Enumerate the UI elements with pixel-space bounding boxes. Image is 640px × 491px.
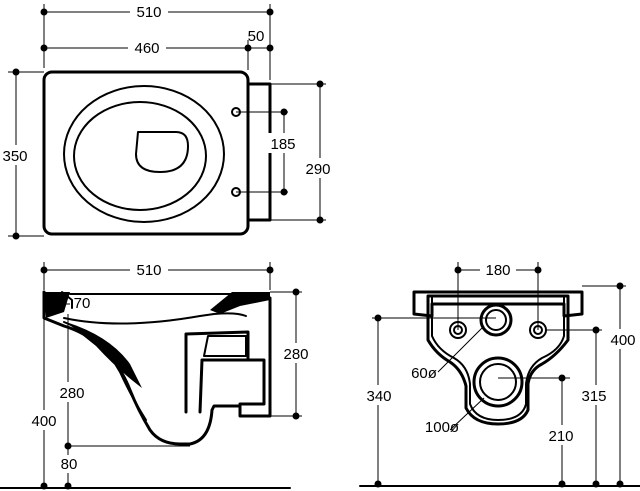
- rear-dim-label-180: 180: [485, 262, 510, 279]
- top-bowl-outline: [42, 70, 250, 236]
- dim-label-510-top: 510: [136, 4, 161, 21]
- dim-label-50: 50: [248, 28, 265, 45]
- rear-dim-label-315: 315: [581, 388, 606, 405]
- side-outlet-pipe: [238, 358, 266, 406]
- side-dim-label-400: 400: [31, 413, 56, 430]
- side-dim-label-510: 510: [136, 262, 161, 279]
- side-rim-front: [44, 292, 70, 318]
- side-rim-back: [210, 292, 270, 314]
- rear-inlet: [479, 303, 513, 337]
- dim-label-350: 350: [2, 148, 27, 165]
- rear-dim-label-340: 340: [366, 388, 391, 405]
- top-view: 510 460 50 350 185 290: [0, 1, 336, 240]
- top-rim-outer: [63, 85, 225, 223]
- side-dim-label-280-inner: 280: [59, 385, 84, 402]
- side-dim-label-70: 70: [74, 295, 91, 312]
- top-wall-bracket: [246, 82, 272, 222]
- side-trap: [184, 330, 250, 414]
- side-view: 510 70 280 280 400 80: [0, 259, 314, 490]
- dim-label-290: 290: [305, 161, 330, 178]
- rear-dim-label-60: 60ø: [411, 365, 437, 382]
- rear-view: 180 340 60ø 100ø 210 315 400: [359, 259, 640, 488]
- side-dim-label-80: 80: [61, 456, 78, 473]
- rear-outlet: [472, 356, 524, 408]
- dim-label-185: 185: [270, 136, 295, 153]
- top-drain-outline: [135, 131, 189, 173]
- rear-body-outline: [426, 294, 570, 426]
- rear-dim-label-210: 210: [548, 428, 573, 445]
- top-rim-inner: [73, 101, 207, 211]
- rear-dim-label-100: 100ø: [425, 419, 459, 436]
- rear-dim-label-400: 400: [610, 332, 635, 349]
- side-inner-wedge: [66, 322, 142, 388]
- side-bowl-outline: [42, 290, 272, 446]
- dim-label-460: 460: [134, 40, 159, 57]
- side-dim-label-280-right: 280: [283, 346, 308, 363]
